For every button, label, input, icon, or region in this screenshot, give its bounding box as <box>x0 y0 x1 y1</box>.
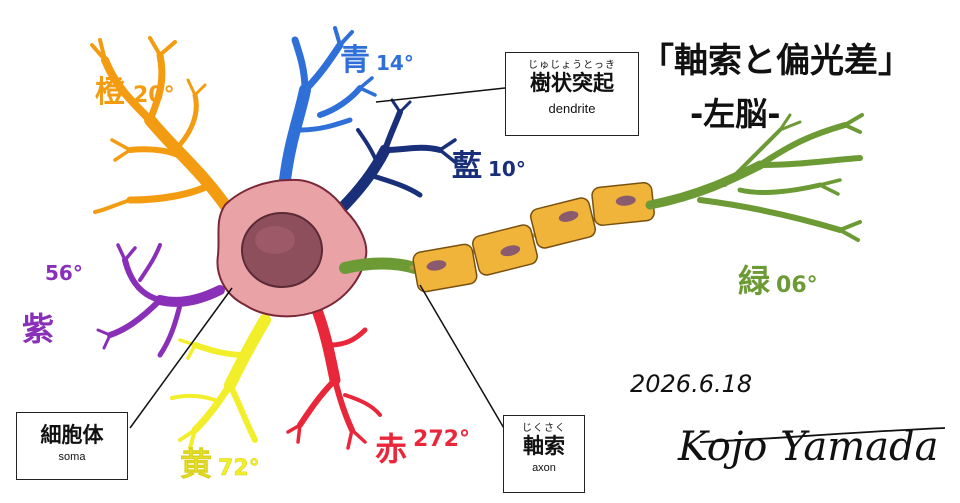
date-text: 2026.6.18 <box>630 370 752 398</box>
label-purple-angle: 56° <box>45 261 83 285</box>
myelin-segment <box>472 224 538 276</box>
myelin-sheaths <box>412 182 655 293</box>
title-main: 「軸索と偏光差」 <box>640 41 912 81</box>
soma-jp: 細胞体 <box>40 423 104 447</box>
purple-dendrite <box>96 243 225 358</box>
soma-leader <box>129 287 233 429</box>
green-axon-terminals <box>645 113 864 242</box>
blue-dendrite <box>279 26 377 186</box>
indigo-dendrite <box>334 98 457 216</box>
signature: Kojo Yamada <box>677 424 938 470</box>
myelin-segment <box>530 197 596 249</box>
dendrite-en: dendrite <box>548 101 596 116</box>
title-sub: -左脳- <box>690 95 781 133</box>
axon-label-box: じくさく 軸索 axon <box>503 415 585 493</box>
signature-underline <box>699 427 946 443</box>
red-dendrite <box>286 299 382 450</box>
yellow-dendrite <box>170 314 271 450</box>
axon-jp: 軸索 <box>523 434 565 458</box>
axon-leader <box>419 284 506 431</box>
label-purple-name: 紫 <box>22 310 54 348</box>
soma-en: soma <box>58 451 86 463</box>
soma-label-box: 細胞体 soma <box>16 412 128 480</box>
axon-hillock <box>339 257 421 274</box>
dendrite-jp: 樹状突起 <box>530 71 614 95</box>
dendrite-label-box: じゅじょうとっき 樹状突起 dendrite <box>505 52 639 136</box>
axon-ruby: じくさく <box>522 423 566 434</box>
myelin-segment <box>591 182 655 226</box>
dendrite-leader <box>375 87 506 103</box>
myelin-segment <box>412 243 478 293</box>
dendrite-ruby: じゅじょうとっき <box>528 60 616 71</box>
axon-en: axon <box>532 462 556 474</box>
orange-dendrite <box>90 36 231 214</box>
